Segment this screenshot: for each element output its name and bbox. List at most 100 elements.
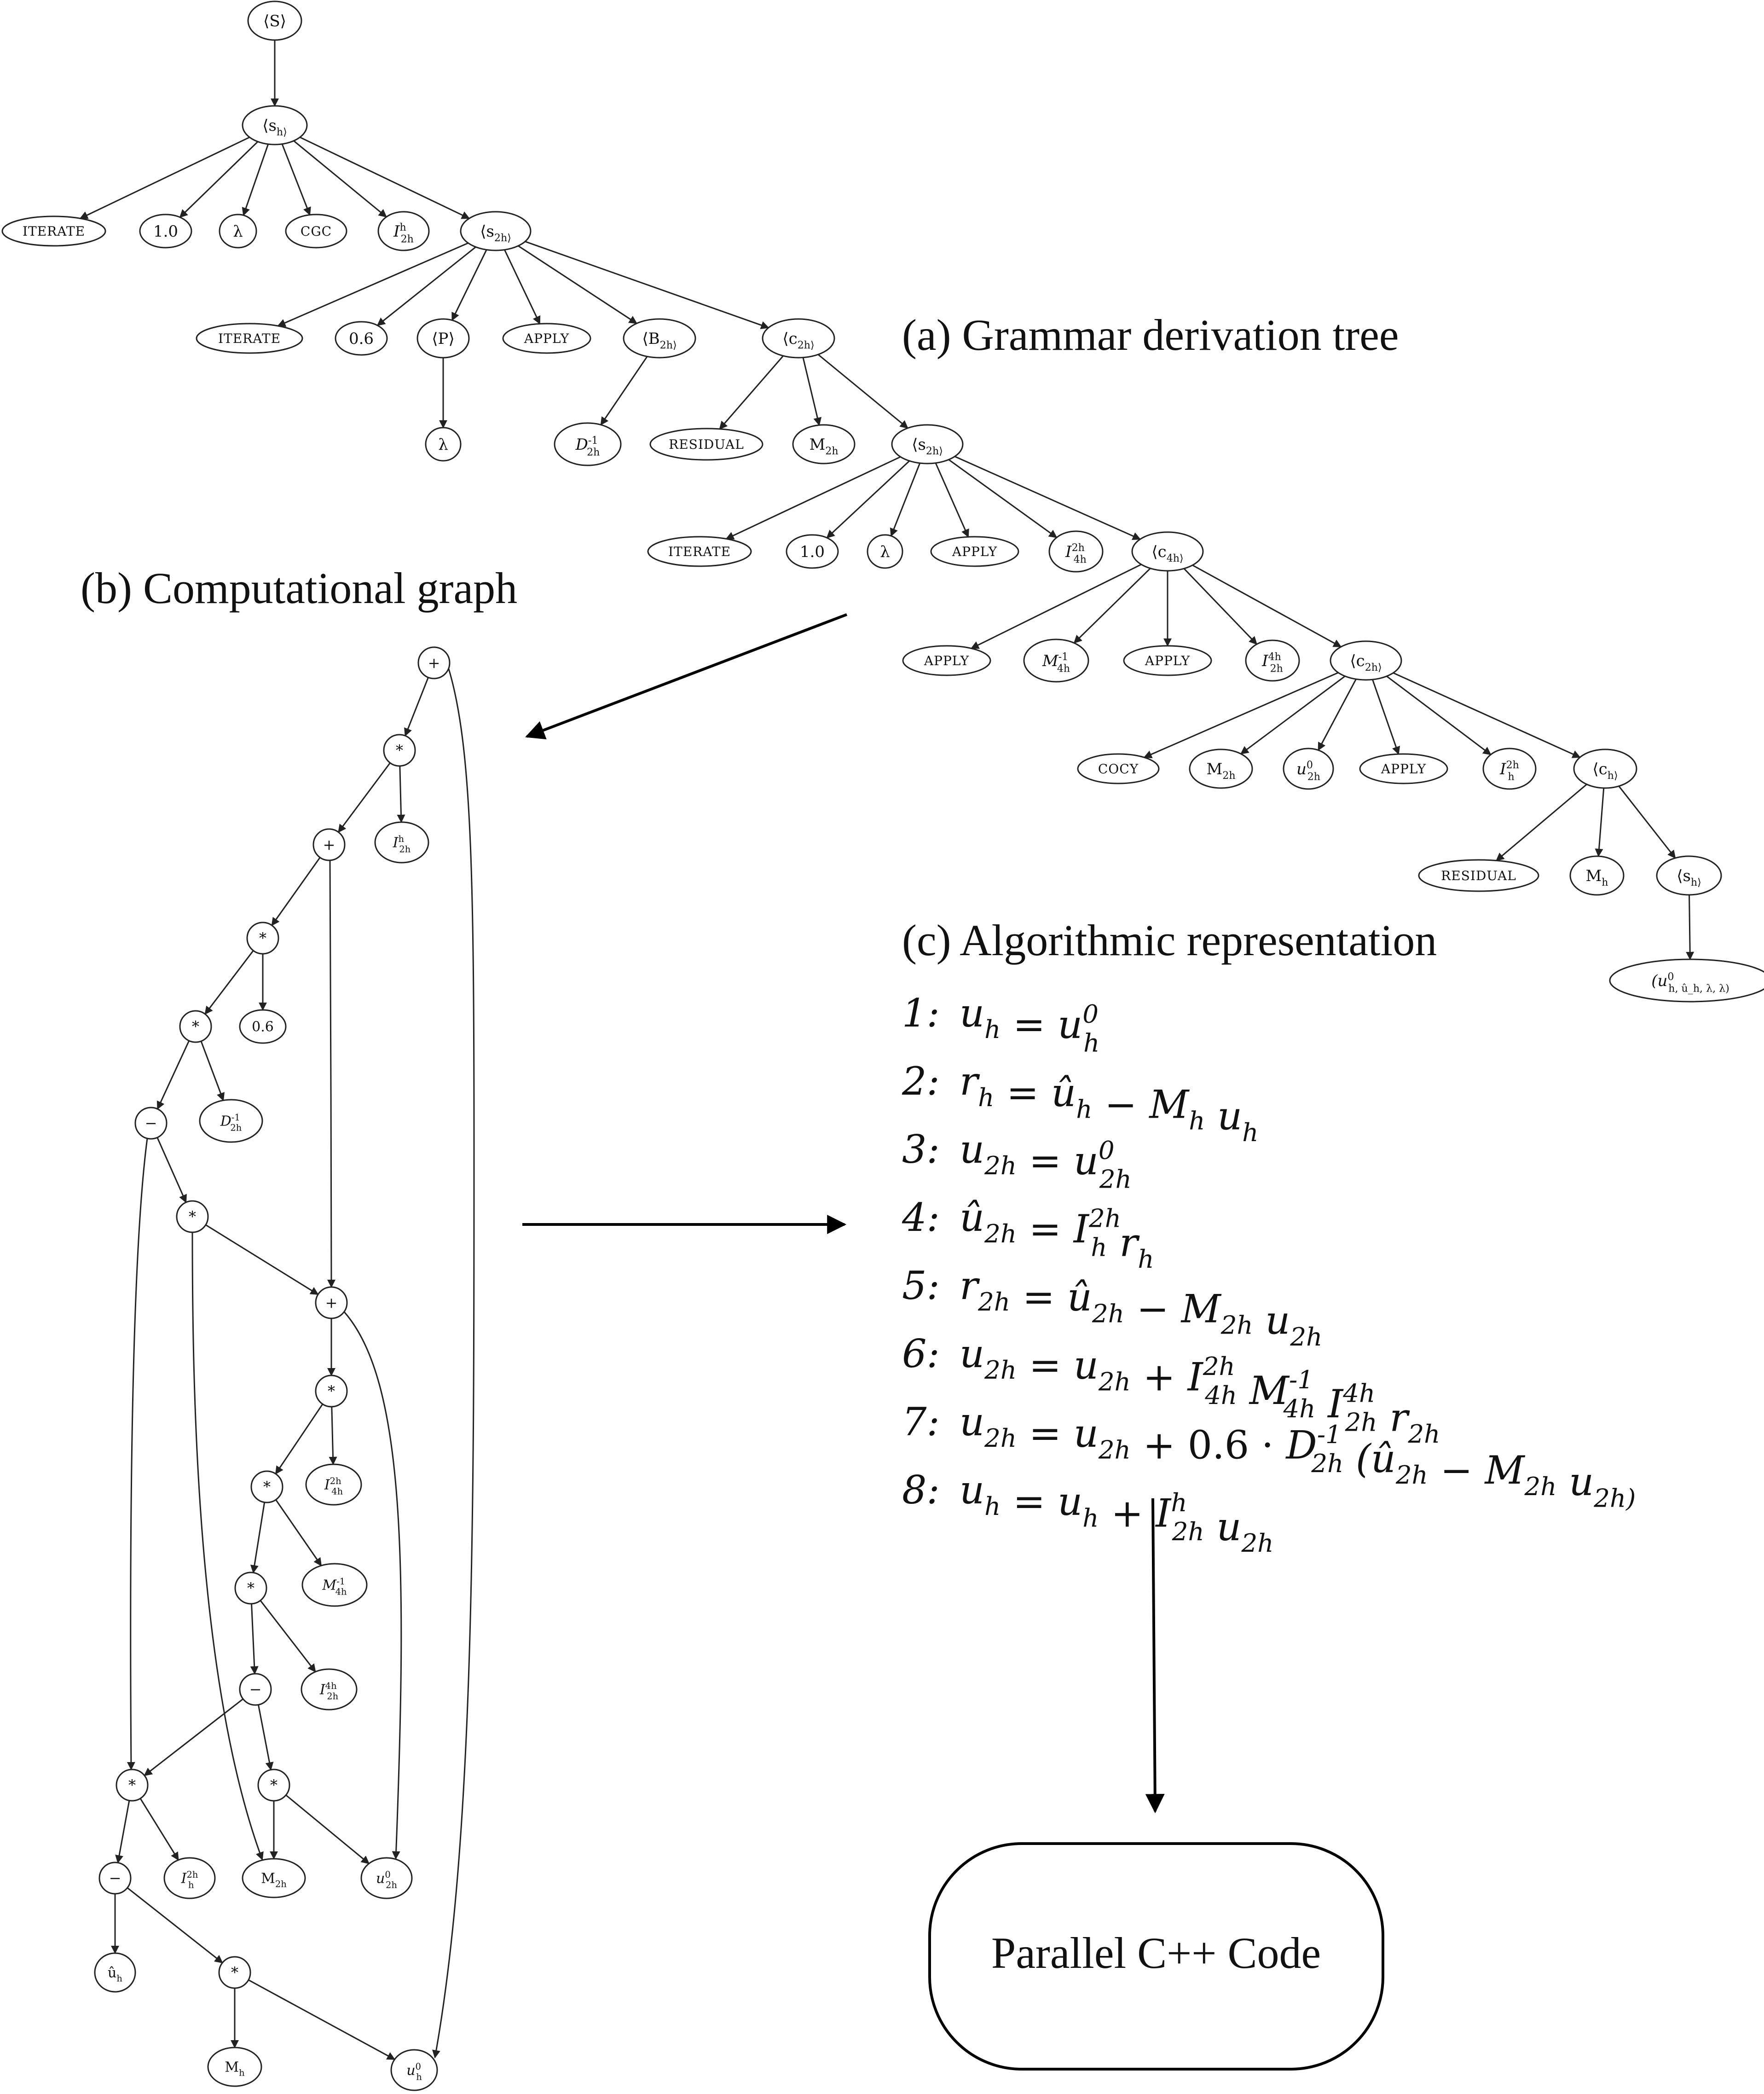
graph-edge	[250, 1502, 266, 1574]
tree-node-label: ⟨s2h⟩	[912, 435, 943, 457]
tree-edge	[948, 459, 1058, 538]
tree-edge	[503, 249, 541, 325]
graph-node-shape	[218, 1956, 251, 1989]
graph-edge	[156, 1137, 187, 1203]
graph-node-shape	[116, 1769, 149, 1802]
tree-node-label: ⟨sh⟩	[1677, 867, 1701, 888]
graph-edge	[397, 766, 405, 823]
graph-edge	[115, 1800, 130, 1864]
tree-node-shape	[1609, 958, 1764, 1003]
caption-computational-graph: (b) Computational graph	[81, 563, 517, 613]
tree-node: ⟨B2h⟩	[623, 318, 696, 359]
graph-node: *	[179, 1010, 212, 1043]
algorithm-line-number: 2:	[902, 1059, 940, 1104]
tree-edge	[242, 144, 269, 216]
graph-node-label: *	[263, 1478, 271, 1496]
graph-edge	[248, 1979, 396, 2060]
tree-node: λ	[867, 534, 903, 569]
tree-node: APPLY	[1359, 753, 1448, 784]
tree-node-label: ⟨c2h⟩	[782, 330, 814, 351]
tree-node-label: ⟨s2h⟩	[480, 222, 511, 244]
graph-node: +	[417, 646, 451, 679]
graph-edge	[144, 1698, 244, 1776]
tree-edge	[525, 241, 769, 329]
tree-edge	[1686, 894, 1695, 960]
graph-node-label: *	[396, 742, 403, 759]
graph-node-shape	[417, 646, 451, 679]
graph-edge	[127, 1887, 223, 1964]
tree-node: ⟨c2h⟩	[762, 318, 835, 359]
graph-edge	[432, 668, 475, 2059]
tree-node-shape	[786, 534, 839, 569]
tree-edge	[935, 463, 969, 538]
tree-node-shape	[891, 424, 964, 464]
tree-node: ITERATE	[1, 215, 106, 247]
tree-edge	[1371, 679, 1400, 755]
graph-node-label: *	[128, 1776, 136, 1794]
tree-node-shape	[1189, 748, 1253, 789]
tree-edge	[281, 144, 311, 216]
tree-edge	[1240, 675, 1346, 754]
tree-node-label: ⟨c2h⟩	[1350, 652, 1382, 673]
graph-node-label: +	[325, 1294, 338, 1311]
tree-node: Mh	[1569, 855, 1625, 896]
tree-node-label: ITERATE	[23, 224, 85, 239]
tree-edge	[1386, 675, 1492, 755]
graph-edge	[257, 1705, 274, 1771]
graph-node: −	[98, 1862, 132, 1895]
tree-node-label: 1.0	[800, 543, 825, 561]
tree-node: ⟨P⟩	[416, 318, 470, 359]
graph-node-label: −	[249, 1681, 262, 1698]
tree-node-shape	[1283, 748, 1334, 790]
tree-edge	[518, 245, 637, 324]
tree-node-shape	[242, 105, 308, 145]
tree-node-shape	[416, 318, 470, 359]
tree-edge	[817, 354, 908, 429]
tree-node-shape	[425, 427, 462, 462]
tree-edge	[600, 356, 648, 426]
tree-node: M2h	[792, 424, 856, 464]
tree-node-shape	[219, 214, 257, 249]
algorithm-line: rh = ûh − Mh uh	[960, 1059, 1258, 1147]
graph-node-label: ûh	[108, 1965, 122, 1984]
graph-node-shape	[94, 1952, 136, 1993]
graph-edge	[127, 1138, 148, 1770]
tree-node-shape	[1245, 639, 1300, 682]
graph-edge	[250, 1603, 259, 1675]
tree-node-label: ⟨S⟩	[263, 12, 286, 30]
graph-node-shape	[176, 1200, 209, 1233]
graph-node: M2h	[242, 1858, 306, 1898]
tree-node: 1.0	[786, 534, 839, 569]
graph-node-label: *	[270, 1776, 278, 1794]
tree-node: ITERATE	[647, 536, 752, 567]
graph-node-shape	[246, 922, 279, 955]
tree-edge	[1183, 568, 1258, 645]
tree-edge	[890, 463, 921, 537]
graph-node-shape	[312, 828, 346, 861]
graph-node-shape	[315, 1286, 348, 1319]
tree-node-shape	[647, 536, 752, 567]
tree-node: CGC	[285, 214, 347, 249]
tree-node: APPLY	[902, 645, 991, 676]
tree-node-label: λ	[880, 543, 890, 561]
tree-edge	[1318, 679, 1357, 751]
tree-node: ⟨s2h⟩	[891, 424, 964, 464]
tree-node-label: ITERATE	[668, 544, 731, 559]
tree-node-shape	[285, 214, 347, 249]
tree-node-label: COCY	[1098, 761, 1139, 777]
algorithm-line: r2h = û2h − M2h u2h	[960, 1263, 1322, 1352]
tree-node-label: ⟨ch⟩	[1592, 760, 1618, 782]
